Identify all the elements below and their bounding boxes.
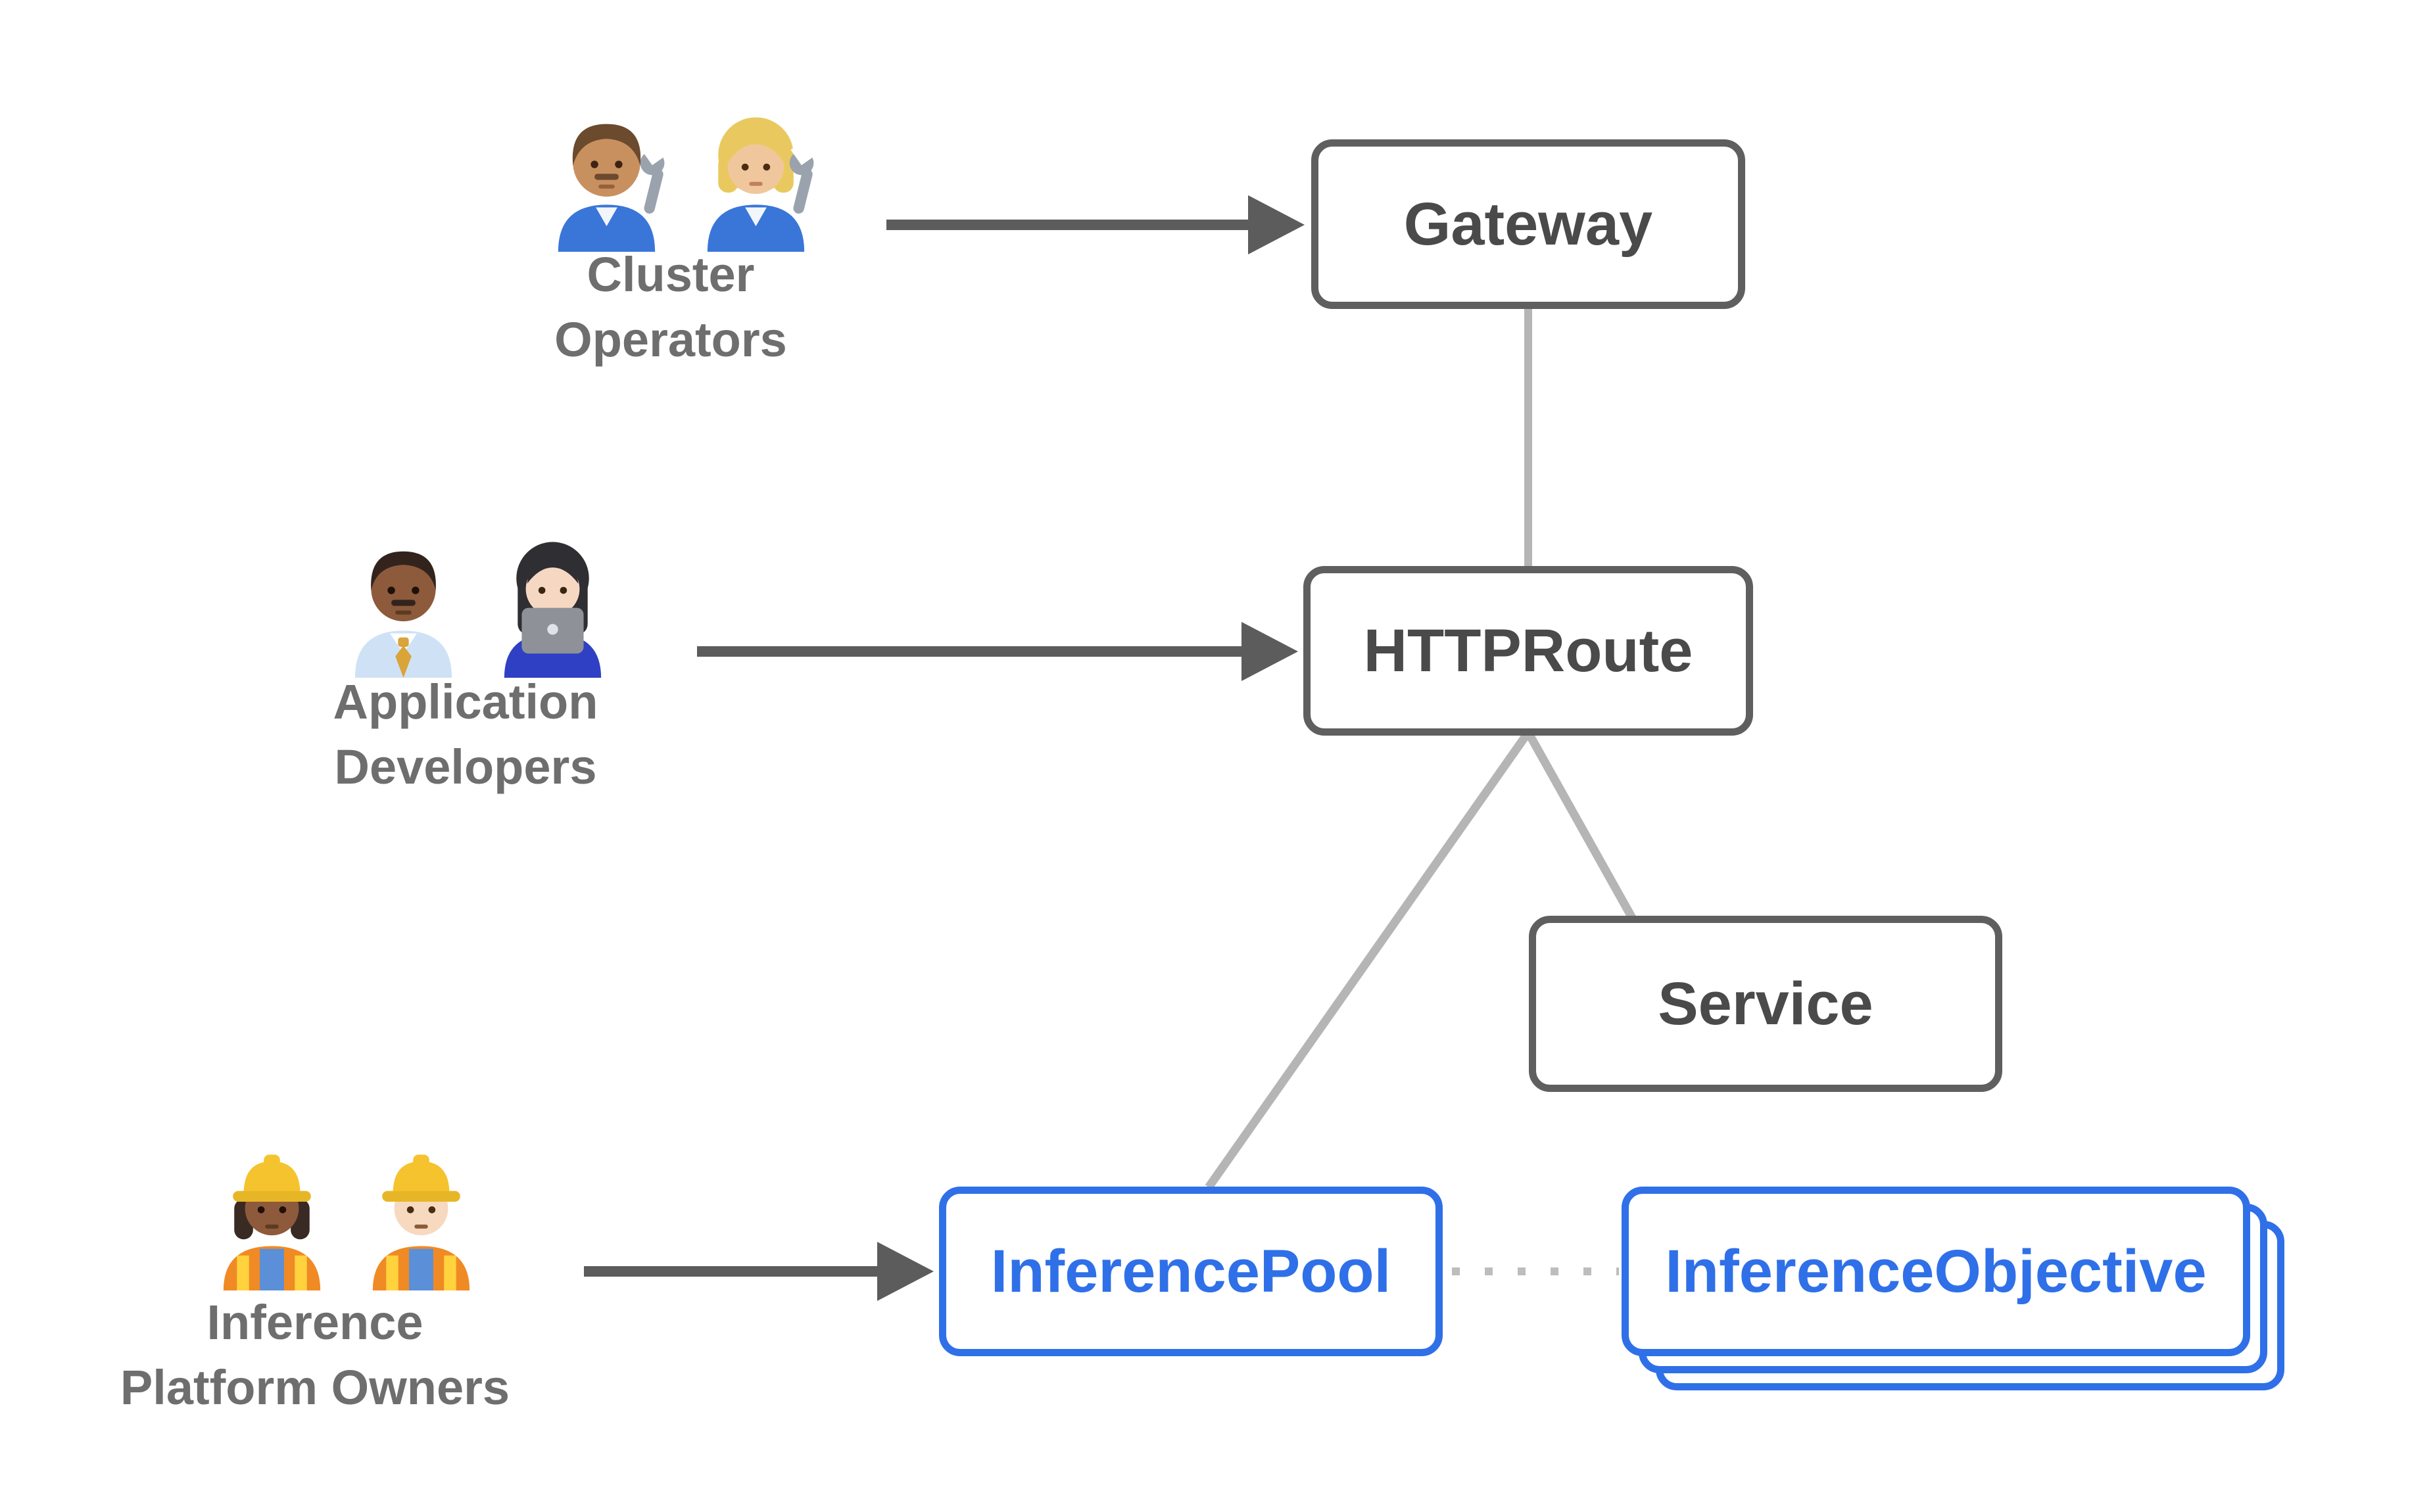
- application-developers-label: Application Developers: [203, 669, 729, 799]
- httproute-node: HTTPRoute: [1303, 566, 1753, 736]
- edge-httproute-inferencepool: [1205, 730, 1532, 1190]
- arrow-appdevelopers-httproute: [697, 622, 1298, 681]
- persona-label-line: Developers: [334, 740, 597, 795]
- cluster-operators-label: Cluster Operators: [408, 242, 934, 372]
- service-node: Service: [1529, 916, 2002, 1092]
- persona-label-line: Operators: [554, 312, 787, 367]
- woman-construction-worker-emoji: [223, 1154, 321, 1290]
- woman-technologist-emoji: [504, 542, 602, 678]
- inference-platform-owners-icons: [205, 1143, 489, 1290]
- inference-objective-node: InferenceObjective: [1622, 1187, 2250, 1356]
- man-mechanic-emoji: [558, 124, 665, 252]
- gateway-node: Gateway: [1311, 139, 1745, 309]
- inference-platform-owners-label: Inference Platform Owners: [19, 1290, 611, 1420]
- inference-pool-node: InferencePool: [939, 1187, 1443, 1356]
- edge-httproute-service: [1524, 730, 1636, 920]
- persona-label-line: Cluster: [587, 247, 755, 302]
- woman-mechanic-emoji: [707, 117, 814, 252]
- man-construction-worker-emoji: [372, 1154, 470, 1290]
- persona-label-line: Platform Owners: [120, 1360, 510, 1415]
- arrow-clusteroperators-gateway: [886, 195, 1305, 254]
- persona-label-line: Inference: [206, 1295, 423, 1350]
- man-office-worker-emoji: [354, 551, 452, 678]
- arrow-platformowners-inferencepool: [584, 1242, 934, 1301]
- persona-label-line: Application: [333, 674, 598, 729]
- cluster-operators-icons: [539, 104, 823, 252]
- application-developers-icons: [336, 530, 620, 678]
